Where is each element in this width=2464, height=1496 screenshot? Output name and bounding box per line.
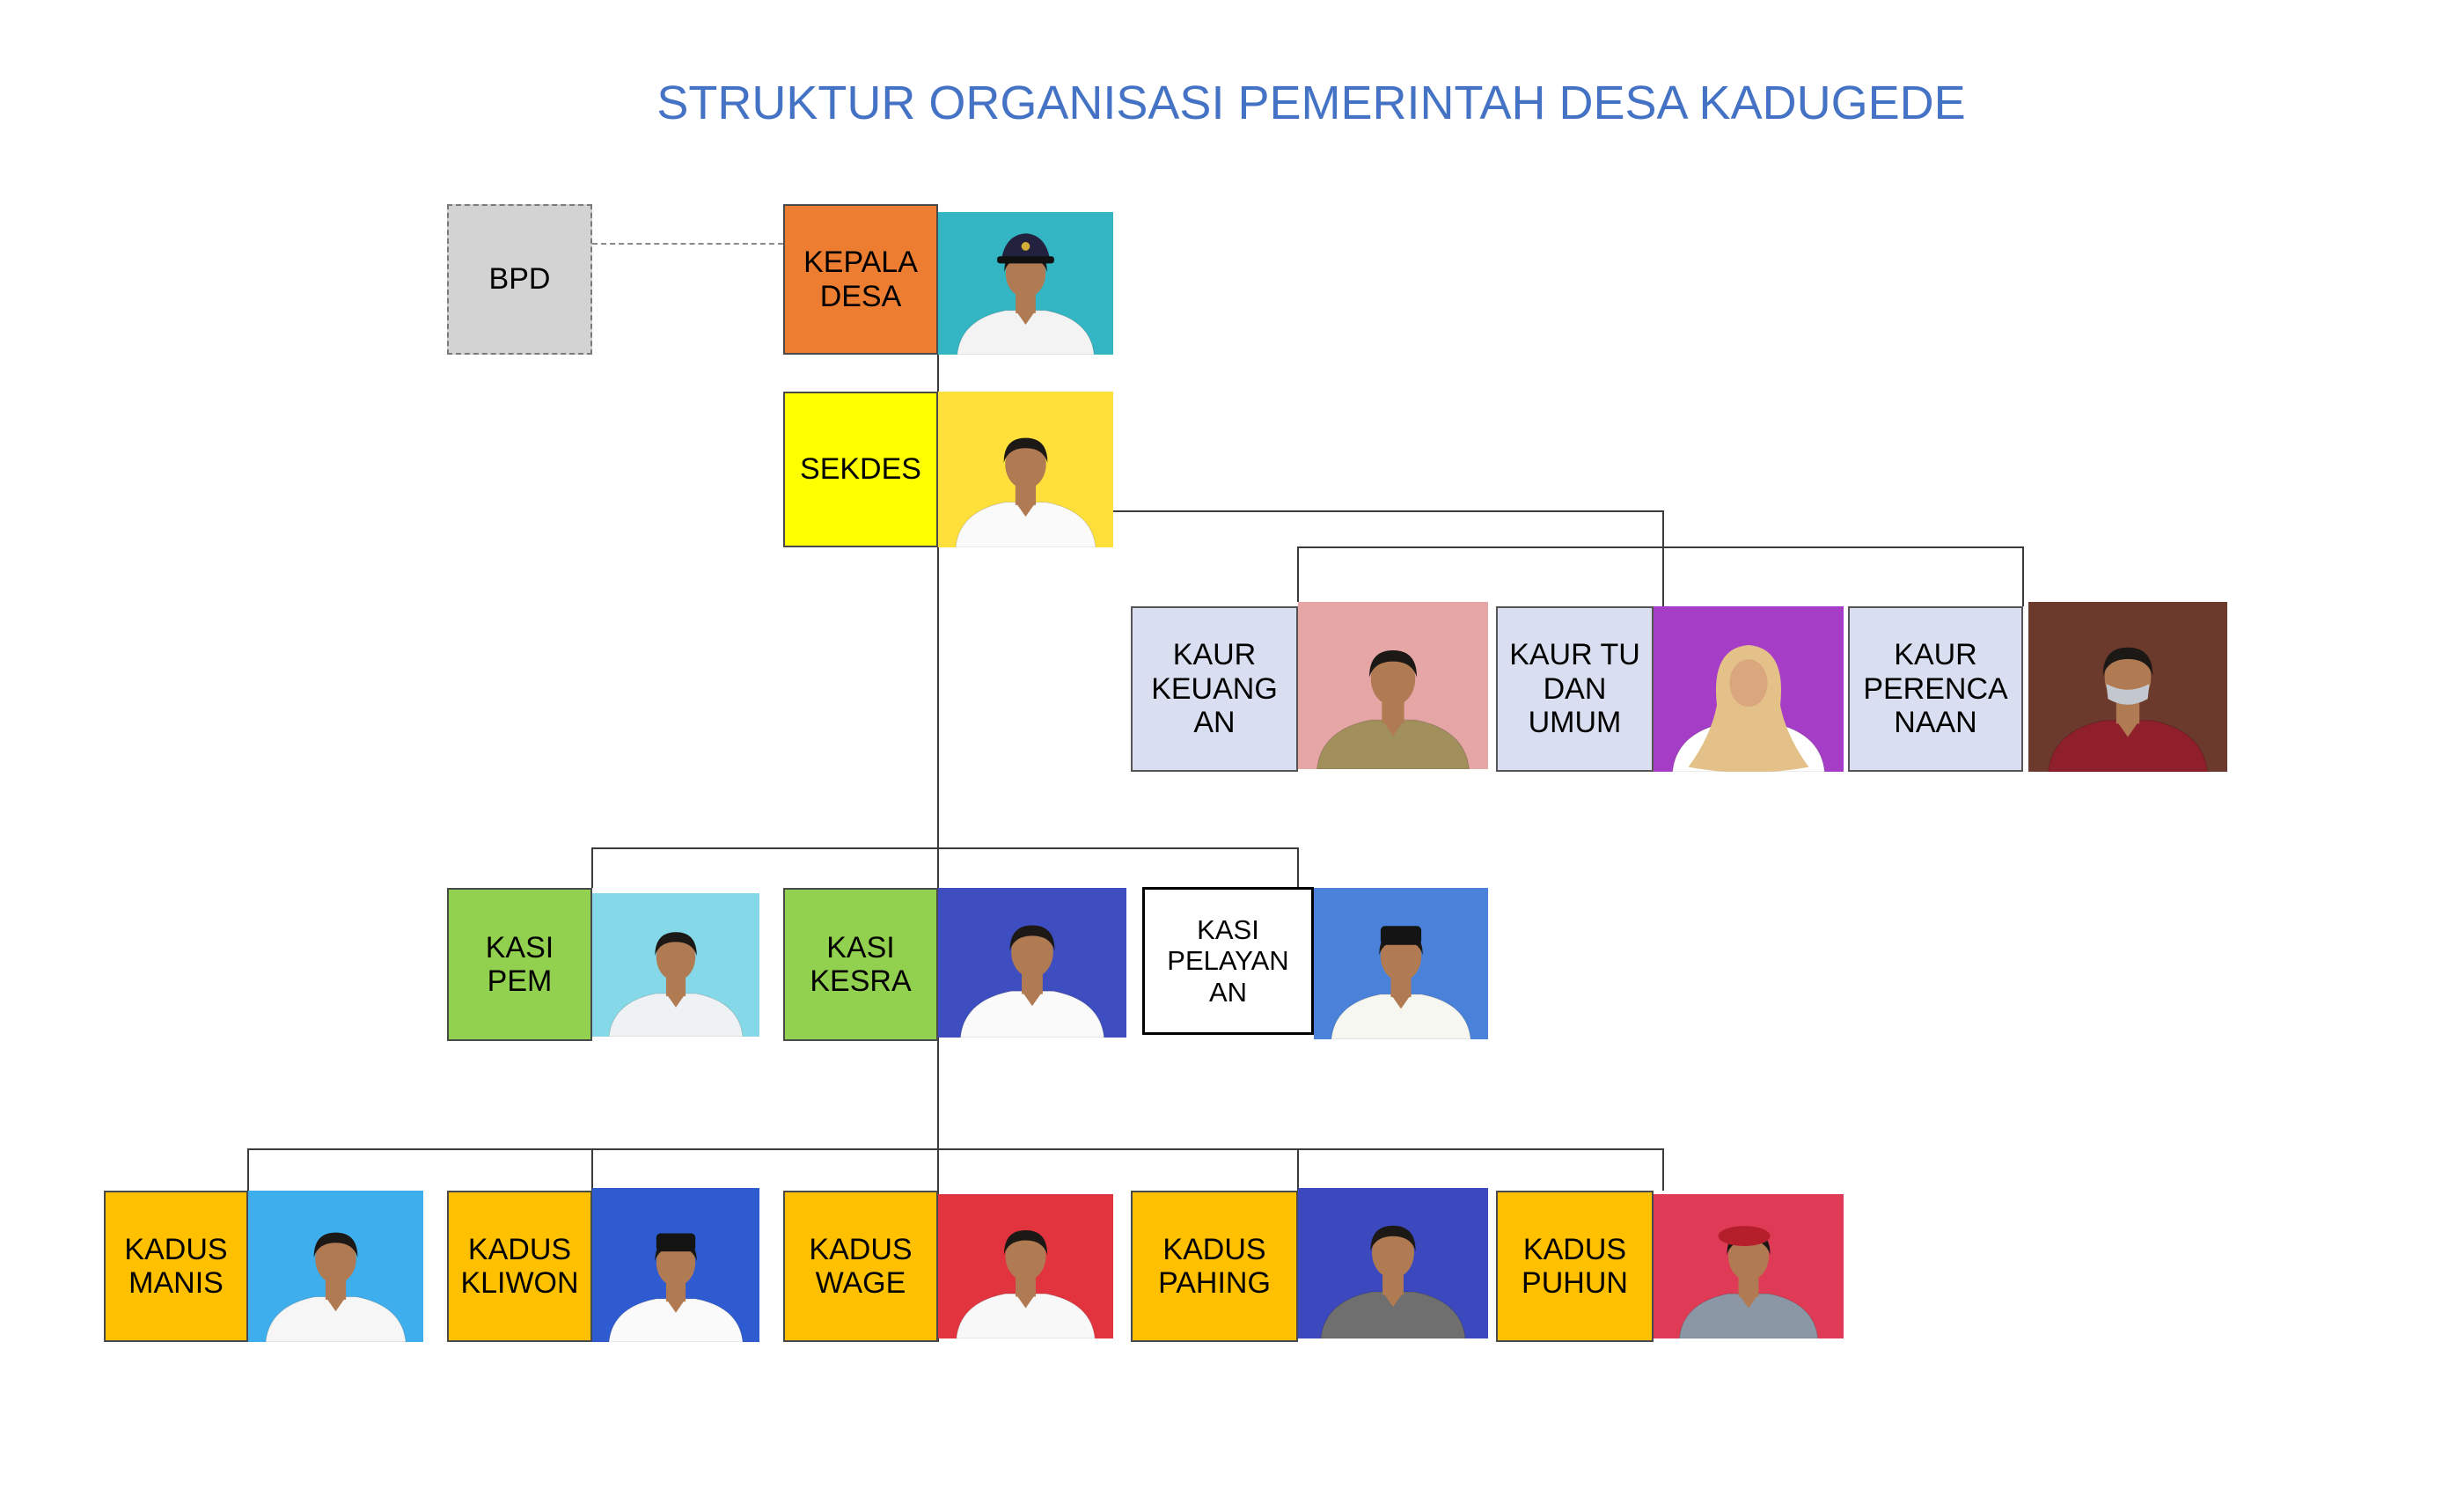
unit-label: KASI (485, 930, 554, 964)
unit-label: PELAYAN (1167, 945, 1289, 977)
unit-label: KESRA (810, 964, 912, 998)
connector-kadus-manis-drop (247, 1148, 249, 1191)
box-kepala-desa: KEPALA DESA (783, 204, 938, 355)
person-silhouette (1320, 1225, 1466, 1338)
photo-kadus-manis (248, 1191, 423, 1342)
unit-label: KADUS (124, 1232, 228, 1266)
box-kaur-tu-dan-umum: KAUR TU DAN UMUM (1496, 606, 1654, 772)
photo-kadus-wage (938, 1194, 1113, 1338)
connector-bpd-kepala-desa (592, 243, 783, 245)
person-silhouette (957, 233, 1095, 355)
photo-kaur-perencanaan (2028, 602, 2227, 772)
photo-kasi-pem (592, 893, 759, 1037)
connector-kasi-horizontal (591, 847, 1299, 849)
person-silhouette (2048, 647, 2208, 772)
unit-label: DESA (819, 279, 902, 313)
unit-label: DAN (1543, 671, 1607, 706)
box-kasi-kesra: KASI KESRA (783, 888, 938, 1041)
box-kasi-pem: KASI PEM (447, 888, 592, 1041)
box-kadus-wage: KADUS WAGE (783, 1191, 938, 1342)
connector-kadus-pahing-drop (1297, 1148, 1299, 1191)
box-kaur-perencanaan: KAUR PERENCA NAAN (1848, 606, 2023, 772)
box-kadus-puhun: KADUS PUHUN (1496, 1191, 1654, 1342)
unit-label: PERENCA (1863, 671, 2008, 706)
photo-kadus-kliwon (592, 1188, 759, 1342)
person-silhouette (1331, 926, 1471, 1039)
unit-label: NAAN (1894, 706, 1977, 740)
photo-kadus-pahing (1298, 1188, 1488, 1338)
box-bpd: BPD (447, 204, 592, 355)
box-kadus-manis: KADUS MANIS (104, 1191, 248, 1342)
unit-label: AN (1193, 706, 1236, 740)
photo-sekdes (938, 392, 1113, 547)
unit-label: BPD (488, 262, 551, 297)
unit-label: KADUS (1162, 1232, 1266, 1266)
connector-sekdes-kaur-horizontal (1113, 510, 1664, 512)
person-silhouette (959, 925, 1105, 1038)
connector-kasi-pelayanan-drop (1297, 847, 1299, 888)
person-silhouette (955, 437, 1096, 547)
unit-label: KAUR TU (1509, 638, 1640, 672)
unit-label: MANIS (128, 1266, 224, 1300)
photo-kadus-puhun (1654, 1194, 1844, 1338)
unit-label: KLIWON (460, 1266, 579, 1300)
person-silhouette (608, 932, 744, 1037)
photo-kasi-kesra (938, 888, 1126, 1038)
unit-label: PAHING (1158, 1266, 1271, 1300)
unit-label: KAUR (1172, 638, 1257, 672)
unit-label: KASI (826, 930, 895, 964)
person-silhouette (1678, 1226, 1819, 1338)
photo-kaur-tu-dan-umum (1654, 606, 1844, 772)
unit-label: KADUS (1522, 1232, 1627, 1266)
box-kasi-pelayanan: KASI PELAYAN AN (1142, 887, 1314, 1035)
person-silhouette (1316, 650, 1470, 769)
unit-label: AN (1208, 976, 1248, 1008)
connector-kaur-keuangan-drop (1297, 546, 1299, 602)
unit-label: SEKDES (800, 452, 921, 487)
unit-label: PEM (487, 964, 553, 998)
person-silhouette (265, 1232, 407, 1342)
unit-label: KADUS (467, 1232, 572, 1266)
box-sekdes: SEKDES (783, 392, 938, 547)
page-title: STRUKTUR ORGANISASI PEMERINTAH DESA KADU… (656, 77, 1966, 129)
photo-kasi-pelayanan (1314, 888, 1488, 1039)
unit-label: PUHUN (1522, 1266, 1628, 1300)
unit-label: WAGE (815, 1266, 906, 1300)
person-silhouette (608, 1233, 744, 1342)
unit-label: KAUR (1894, 638, 1977, 672)
connector-kadus-puhun-drop (1662, 1148, 1664, 1191)
connector-kasi-pem-drop (591, 847, 593, 888)
connector-kadus-horizontal (247, 1148, 1664, 1150)
photo-kaur-keuangan (1298, 602, 1488, 769)
connector-kaur-horizontal (1297, 546, 2024, 548)
unit-label: KADUS (809, 1232, 913, 1266)
box-kadus-pahing: KADUS PAHING (1131, 1191, 1298, 1342)
connector-kadus-kliwon-drop (591, 1148, 593, 1191)
person-silhouette (1672, 645, 1825, 772)
unit-label: KEPALA (803, 246, 918, 280)
connector-sekdes-kaur-vertical (1662, 510, 1664, 606)
box-kaur-keuangan: KAUR KEUANG AN (1131, 606, 1298, 772)
person-silhouette (956, 1230, 1096, 1338)
connector-kaur-perencanaan-drop (2022, 546, 2024, 606)
unit-label: KEUANG (1151, 671, 1278, 706)
unit-label: KASI (1197, 914, 1259, 946)
unit-label: UMUM (1528, 706, 1622, 740)
box-kadus-kliwon: KADUS KLIWON (447, 1191, 592, 1342)
photo-kepala-desa (938, 212, 1113, 355)
